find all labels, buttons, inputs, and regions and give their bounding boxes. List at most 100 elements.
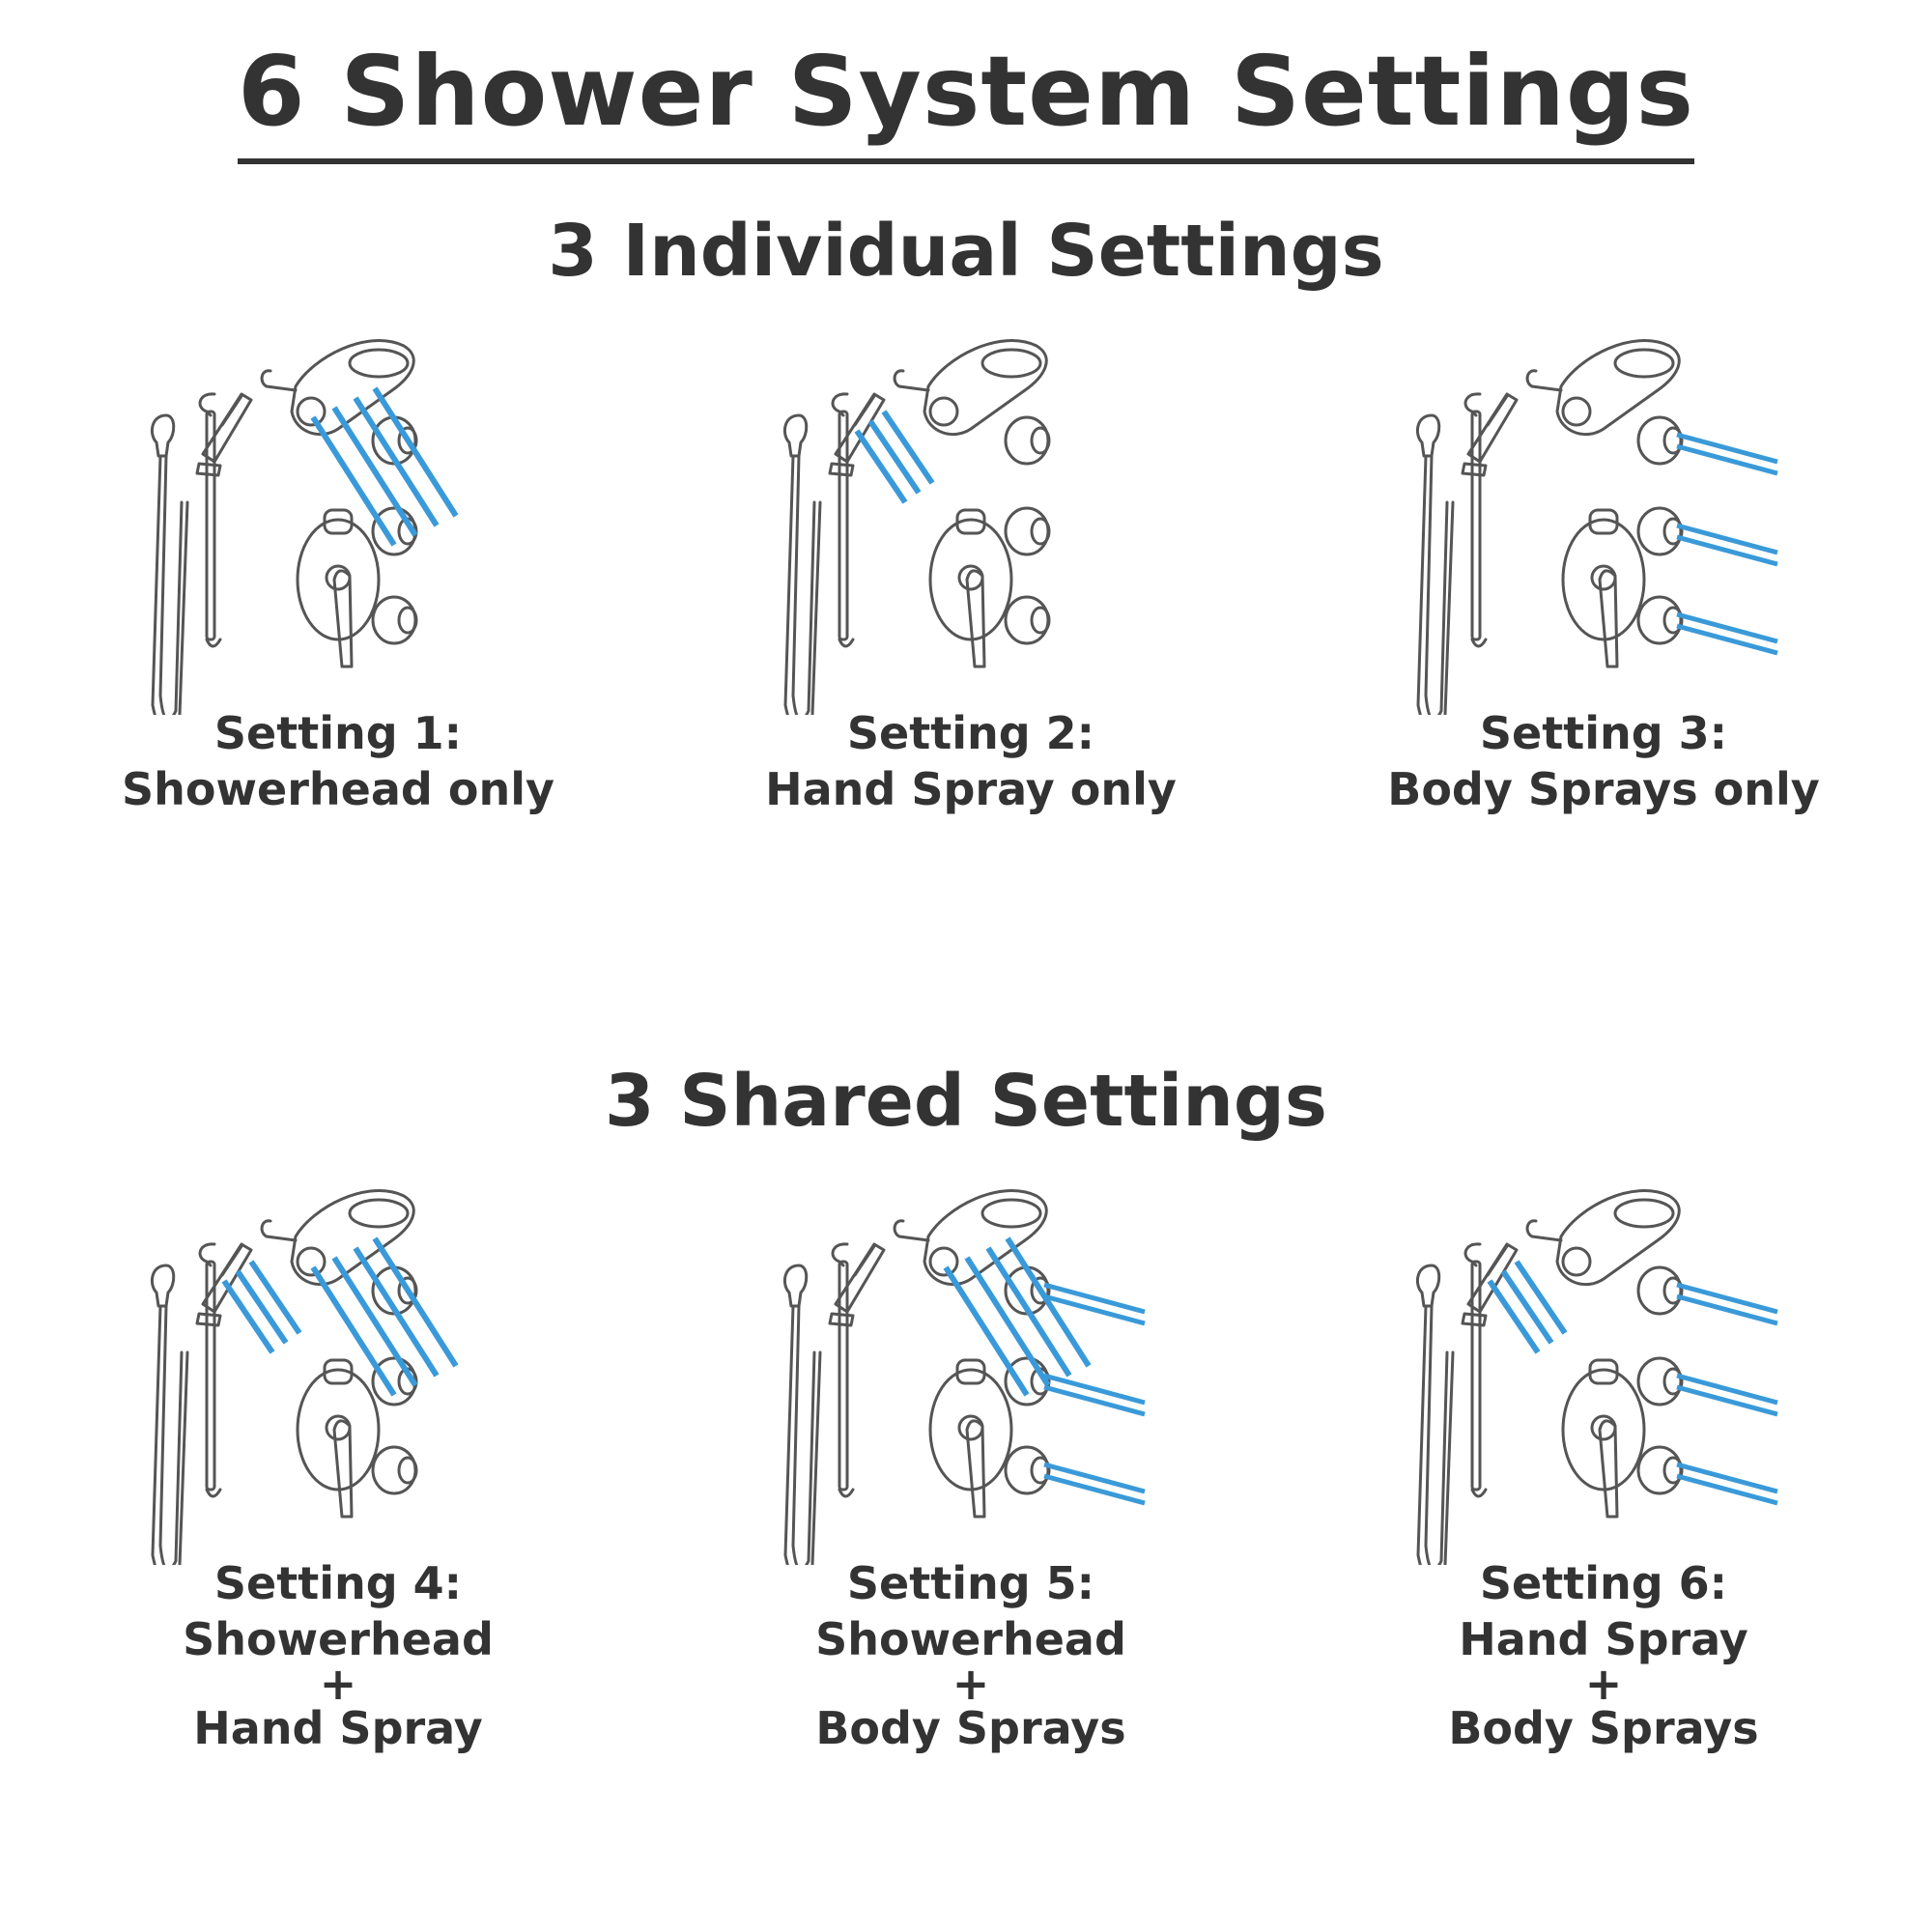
water-stream xyxy=(310,1265,397,1397)
hose-inner-icon xyxy=(791,1304,816,1565)
valve-cartridge-icon xyxy=(957,564,984,591)
body-spray-3 xyxy=(1636,595,1684,645)
body-spray-nozzle-icon xyxy=(397,426,418,455)
body-spray-flange-icon xyxy=(1004,1356,1050,1406)
supply-elbow-icon xyxy=(150,413,176,458)
hose-icon xyxy=(783,1304,822,1565)
showerhead-icon xyxy=(923,1189,1048,1287)
section-title-individual: 3 Individual Settings xyxy=(548,210,1384,293)
setting-label: Setting 4: xyxy=(213,1557,463,1609)
hose-inner-icon xyxy=(158,1304,184,1565)
valve-trim-icon xyxy=(928,1368,1013,1492)
valve-handle-icon xyxy=(965,569,986,668)
setting-description-a: Hand Spray xyxy=(1459,1613,1748,1665)
body-spray-nozzle-icon xyxy=(1030,517,1051,546)
body-spray-nozzle-icon xyxy=(1662,1456,1684,1485)
showerhead-face-icon xyxy=(348,1198,410,1229)
slide-holder-icon xyxy=(828,462,855,477)
valve-handle-icon xyxy=(332,569,354,668)
shower-arm-icon xyxy=(1525,369,1563,392)
water-stream xyxy=(221,1279,275,1354)
body-spray-3 xyxy=(1004,1445,1051,1495)
hand-shower-face-icon xyxy=(1486,1244,1509,1277)
shower-arm-icon xyxy=(893,369,930,392)
valve-trim-icon xyxy=(928,518,1013,641)
slide-bar-icon xyxy=(838,1260,849,1492)
slide-holder-icon xyxy=(195,1312,222,1327)
setting-panel-4: Setting 4: Showerhead + Hand Spray xyxy=(87,1159,589,1754)
hand-shower-face-icon xyxy=(1486,394,1509,427)
body-spray-flange-icon xyxy=(371,1445,417,1495)
slide-bar-icon xyxy=(1470,410,1482,641)
setting-description: Body Sprays only xyxy=(1387,763,1820,815)
water-stream xyxy=(854,429,908,504)
hand-spray-water-streams xyxy=(1487,1260,1568,1354)
page-title-text: 6 Shower System Settings xyxy=(237,39,1695,164)
body-spray-nozzle-icon xyxy=(397,1276,418,1305)
setting-caption-3: Setting 3: Body Sprays only xyxy=(1352,705,1855,817)
supply-elbow-icon xyxy=(1415,413,1441,458)
body-spray-2 xyxy=(1004,506,1051,556)
hand-shower-icon xyxy=(1466,392,1519,464)
water-stream xyxy=(1043,1293,1146,1326)
shower-arm-icon xyxy=(260,1219,298,1242)
water-stream xyxy=(235,1269,289,1345)
body-spray-water-streams xyxy=(1043,1282,1146,1506)
hand-shower-face-icon xyxy=(220,1244,243,1277)
hand-spray-water-streams xyxy=(221,1260,302,1354)
slide-bar-bottom-icon xyxy=(1470,638,1488,648)
hand-shower-face-icon xyxy=(853,1244,876,1277)
body-spray-flange-icon xyxy=(1636,1265,1683,1316)
hose-icon xyxy=(1416,1304,1455,1565)
water-stream xyxy=(1005,1236,1092,1368)
water-stream xyxy=(248,1260,302,1335)
showerhead-spray-face-icon xyxy=(928,1246,959,1277)
body-spray-1 xyxy=(1004,415,1051,466)
body-spray-1 xyxy=(1636,1265,1684,1316)
valve-handle-icon xyxy=(332,1419,354,1519)
hose-icon xyxy=(1416,454,1455,715)
valve-cartridge-icon xyxy=(957,1414,984,1441)
body-spray-nozzle-icon xyxy=(1662,517,1684,546)
showerhead-spray-face-icon xyxy=(1561,1246,1592,1277)
hose-icon xyxy=(151,454,189,715)
body-spray-2 xyxy=(1636,1356,1684,1406)
shower-system-illustration xyxy=(782,1189,1146,1565)
body-spray-3 xyxy=(371,1445,418,1495)
diverter-knob-icon xyxy=(955,508,986,535)
slide-holder-icon xyxy=(1461,462,1488,477)
diverter-knob-icon xyxy=(955,1358,986,1385)
body-spray-flange-icon xyxy=(1636,595,1683,645)
showerhead-face-icon xyxy=(980,348,1042,379)
setting-description: Showerhead only xyxy=(122,763,554,815)
water-stream xyxy=(331,406,418,537)
showerhead-spray-face-icon xyxy=(296,396,327,427)
slide-bar-icon xyxy=(1470,1260,1482,1492)
body-spray-nozzle-icon xyxy=(397,1456,418,1485)
water-stream xyxy=(943,1265,1030,1397)
water-stream xyxy=(372,1236,459,1368)
diverter-knob-icon xyxy=(323,1358,354,1385)
setting-label: Setting 5: xyxy=(846,1557,1095,1609)
hose-inner-icon xyxy=(1424,1304,1449,1565)
slide-bar-icon xyxy=(838,410,849,641)
water-stream xyxy=(1487,1279,1541,1354)
showerhead-icon xyxy=(290,1189,415,1287)
setting-label: Setting 6: xyxy=(1479,1557,1728,1609)
water-stream xyxy=(964,1256,1051,1387)
setting-description-b: Body Sprays xyxy=(1448,1702,1759,1754)
water-stream xyxy=(1043,1473,1146,1506)
hand-shower-face-icon xyxy=(220,394,243,427)
body-spray-3 xyxy=(1004,595,1051,645)
fixture-group xyxy=(782,339,1051,715)
setting-caption-2: Setting 2: Hand Spray only xyxy=(720,705,1222,817)
fixture-group xyxy=(1415,1189,1684,1565)
slide-holder-icon xyxy=(1461,1312,1488,1327)
supply-elbow-icon xyxy=(1415,1264,1441,1308)
body-spray-3 xyxy=(1636,1445,1684,1495)
hose-inner-icon xyxy=(1424,454,1449,715)
body-spray-water-streams xyxy=(1676,1282,1778,1506)
body-spray-nozzle-icon xyxy=(1662,426,1684,455)
slide-bar-bottom-icon xyxy=(838,1488,855,1498)
water-stream xyxy=(1043,1462,1146,1494)
